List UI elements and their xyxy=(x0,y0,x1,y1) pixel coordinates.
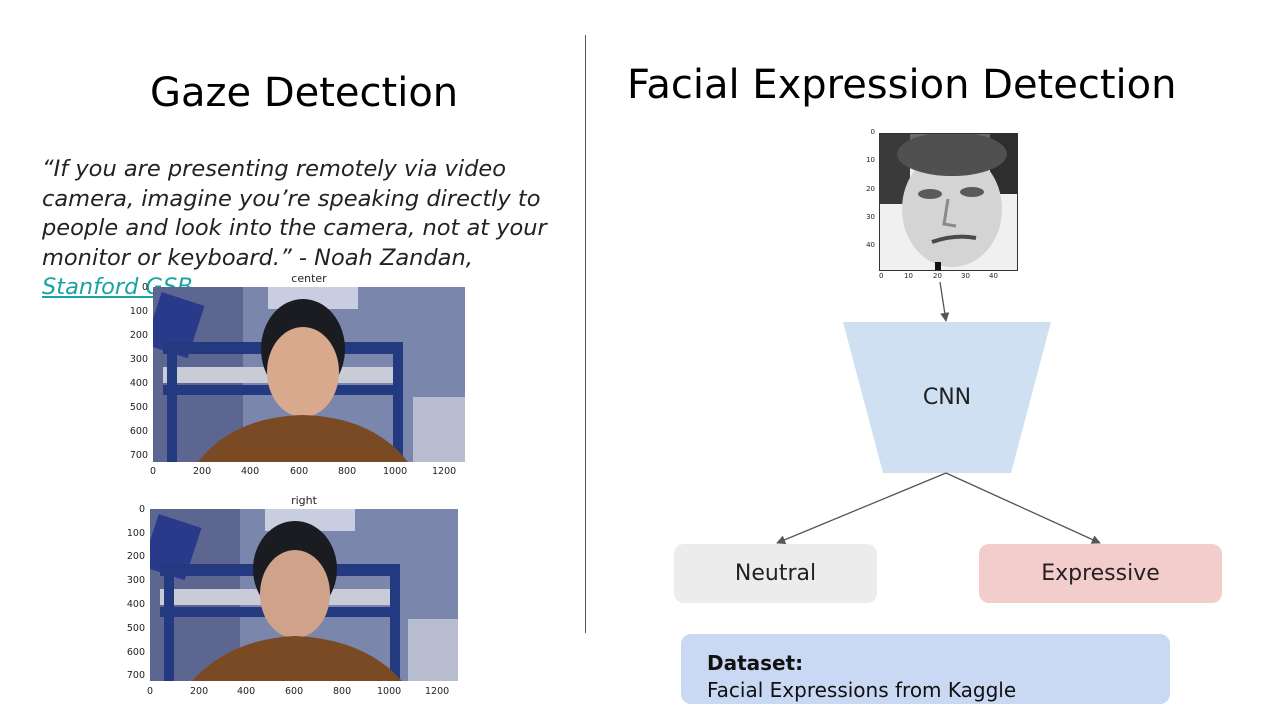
xtick: 600 xyxy=(290,466,309,477)
xtick: 0 xyxy=(147,686,154,697)
ytick: 10 xyxy=(866,156,875,164)
center-plot-title: center xyxy=(291,272,327,285)
ytick: 0 xyxy=(870,128,875,136)
dataset-label: Dataset: xyxy=(707,651,804,675)
right-webcam-image xyxy=(150,509,458,681)
expressive-box: Expressive xyxy=(979,544,1222,603)
ytick: 30 xyxy=(866,213,875,221)
xtick: 400 xyxy=(241,466,260,477)
ytick: 200 xyxy=(126,551,145,562)
vertical-divider xyxy=(585,35,586,633)
ytick: 200 xyxy=(129,330,148,341)
face-to-cnn-arrow xyxy=(939,281,950,322)
xtick: 1200 xyxy=(425,686,450,697)
ytick: 300 xyxy=(129,354,148,365)
facial-expression-title: Facial Expression Detection xyxy=(627,62,1177,108)
dataset-box: Dataset: Facial Expressions from Kaggle xyxy=(681,634,1170,704)
cnn-label: CNN xyxy=(922,385,972,410)
ytick: 20 xyxy=(866,185,875,193)
quote: “If you are presenting remotely via vide… xyxy=(42,155,572,303)
ytick: 700 xyxy=(129,450,148,461)
xtick: 200 xyxy=(190,686,209,697)
dataset-value: Facial Expressions from Kaggle xyxy=(707,678,1017,702)
quote-text: “If you are presenting remotely via vide… xyxy=(42,156,547,271)
xtick: 1000 xyxy=(383,466,408,477)
cnn-to-expressive-arrow xyxy=(945,472,1101,544)
xtick: 800 xyxy=(333,686,352,697)
ytick: 40 xyxy=(866,241,875,249)
ytick: 0 xyxy=(141,282,148,293)
xtick: 600 xyxy=(285,686,304,697)
xtick: 0 xyxy=(150,466,157,477)
ytick: 300 xyxy=(126,575,145,586)
ytick: 500 xyxy=(129,402,148,413)
ytick: 400 xyxy=(129,378,148,389)
center-plot-xticks: 0 200 400 600 800 1000 1200 xyxy=(150,466,473,480)
ytick: 400 xyxy=(126,599,145,610)
xtick: 1000 xyxy=(377,686,402,697)
center-webcam-image xyxy=(153,287,465,462)
ytick: 100 xyxy=(126,528,145,539)
right-plot-title: right xyxy=(291,494,317,507)
xtick: 40 xyxy=(989,272,998,280)
neutral-box: Neutral xyxy=(674,544,877,603)
ytick: 600 xyxy=(126,647,145,658)
xtick: 30 xyxy=(961,272,970,280)
xtick: 800 xyxy=(338,466,357,477)
xtick: 400 xyxy=(237,686,256,697)
neutral-label: Neutral xyxy=(734,561,817,586)
xtick: 1200 xyxy=(432,466,457,477)
gaze-detection-title: Gaze Detection xyxy=(150,70,459,116)
face-image xyxy=(879,133,1018,271)
cnn-to-neutral-arrow xyxy=(776,472,947,545)
xtick: 0 xyxy=(879,272,884,280)
xtick: 20 xyxy=(933,272,942,280)
xtick: 10 xyxy=(904,272,913,280)
ytick: 100 xyxy=(129,306,148,317)
ytick: 600 xyxy=(129,426,148,437)
ytick: 500 xyxy=(126,623,145,634)
ytick: 0 xyxy=(138,504,145,515)
face-plot-xticks: 0 10 20 30 40 xyxy=(879,272,1019,282)
expressive-label: Expressive xyxy=(1041,561,1160,586)
right-plot-xticks: 0 200 400 600 800 1000 1200 xyxy=(147,686,470,700)
xtick: 200 xyxy=(193,466,212,477)
ytick: 700 xyxy=(126,670,145,681)
